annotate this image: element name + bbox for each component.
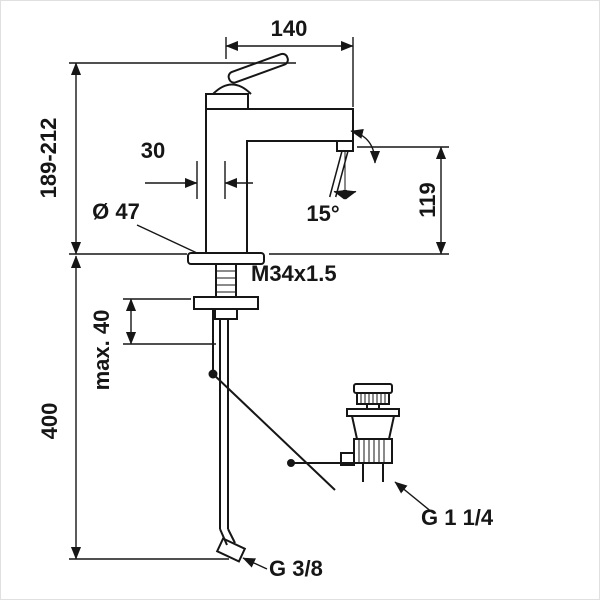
dim-spout-height-label: 119 bbox=[415, 182, 440, 218]
dim-max40-lines bbox=[123, 298, 216, 345]
hose-nuts bbox=[214, 308, 238, 320]
supply-hoses bbox=[219, 319, 236, 546]
g114-arrow bbox=[394, 481, 434, 514]
dim-15deg-arc bbox=[333, 129, 381, 200]
dim-189-212-lines bbox=[69, 62, 296, 255]
dim-30-lines bbox=[145, 161, 253, 199]
dim-hose-length-label: 400 bbox=[37, 402, 62, 440]
dim-aerator-offset-label: 30 bbox=[140, 138, 166, 163]
dim-total-height-label: 189-212 bbox=[36, 117, 61, 199]
mounting-nut bbox=[193, 296, 259, 310]
dia-47-leader bbox=[136, 224, 198, 254]
drain-flange bbox=[346, 408, 400, 417]
drain-nut bbox=[353, 438, 393, 464]
drain-body bbox=[351, 415, 395, 440]
max-mounting-thickness-label: max. 40 bbox=[89, 309, 114, 391]
cartridge-housing bbox=[205, 93, 249, 110]
popup-linkage bbox=[208, 309, 353, 491]
mounting-thread-label: M34x1.5 bbox=[251, 261, 337, 286]
lever-handle bbox=[212, 52, 289, 95]
dim-140-lines bbox=[225, 37, 354, 107]
water-stream bbox=[328, 150, 349, 199]
hose-connector bbox=[215, 537, 247, 563]
dim-spout-reach-label: 140 bbox=[270, 16, 308, 41]
threaded-shank bbox=[215, 263, 237, 298]
rod-boss bbox=[340, 452, 355, 466]
base-diameter-label: Ø 47 bbox=[92, 199, 140, 224]
drain-plug-cap bbox=[353, 383, 393, 394]
stream-angle-label: 15° bbox=[306, 201, 340, 226]
aerator bbox=[336, 141, 354, 152]
waste-thread-label: G 1 1/4 bbox=[421, 505, 494, 530]
drain-assembly bbox=[340, 383, 400, 482]
dimension-lines bbox=[69, 37, 449, 570]
swivel-arrow bbox=[350, 129, 381, 164]
g38-arrow bbox=[242, 557, 268, 570]
body-and-spout bbox=[205, 108, 354, 253]
dim-400-lines bbox=[69, 255, 229, 560]
supply-connection-label: G 3/8 bbox=[269, 556, 323, 581]
faucet-body-group bbox=[187, 52, 354, 563]
